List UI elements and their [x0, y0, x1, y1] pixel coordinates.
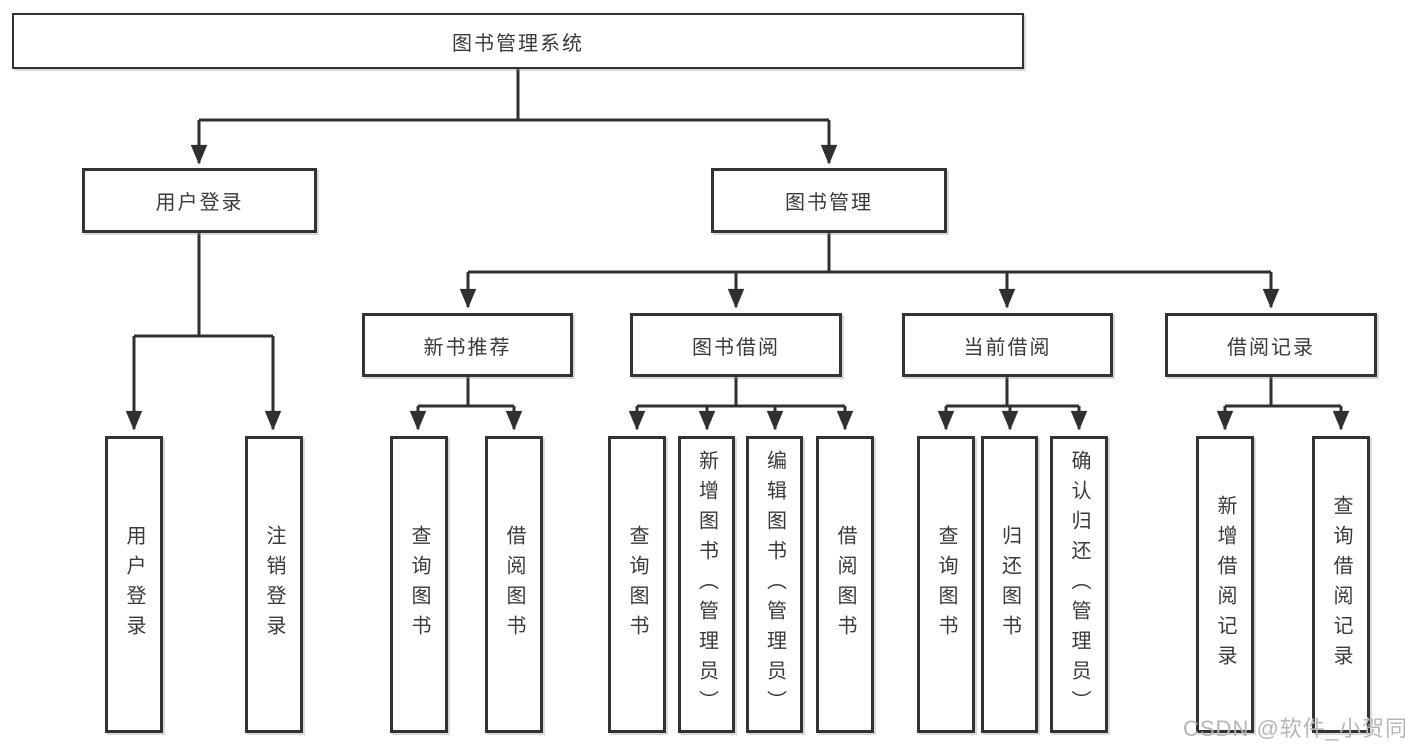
node-label: 查询图书: [935, 524, 957, 645]
node-book-management: 图书管理: [711, 168, 947, 233]
node-label: 注销登录: [263, 524, 285, 645]
leaf-query-books-current: 查询图书: [917, 436, 975, 733]
leaf-borrow-books-recommend: 借阅图书: [485, 436, 543, 733]
node-label: 用户登录: [123, 524, 145, 645]
node-label: 借阅图书: [503, 524, 525, 645]
node-borrow-records: 借阅记录: [1165, 313, 1377, 377]
node-label: 确认归还（管理员）: [1068, 449, 1090, 720]
csdn-watermark: CSDN @软件_小贺同学: [1183, 716, 1405, 741]
leaf-return-books: 归还图书: [981, 436, 1038, 733]
node-label: 用户登录: [155, 192, 244, 214]
node-new-book-recommend: 新书推荐: [362, 313, 573, 377]
leaf-query-books-borrow: 查询图书: [608, 436, 666, 733]
node-label: 新增图书（管理员）: [695, 449, 718, 720]
node-label: 图书管理: [785, 192, 873, 214]
node-label: 查询图书: [408, 524, 430, 645]
node-book-management-system: 图书管理系统: [12, 13, 1024, 69]
leaf-add-borrow-record: 新增借阅记录: [1196, 436, 1254, 733]
node-label: 借阅记录: [1227, 336, 1315, 359]
node-current-borrow: 当前借阅: [902, 313, 1113, 377]
node-user-login: 用户登录: [82, 168, 317, 233]
node-label: 借阅图书: [834, 524, 856, 645]
leaf-logout: 注销登录: [245, 436, 303, 733]
leaf-query-books-recommend: 查询图书: [390, 436, 448, 733]
leaf-confirm-return-admin: 确认归还（管理员）: [1050, 436, 1108, 733]
leaf-user-login: 用户登录: [105, 436, 163, 733]
leaf-query-borrow-record: 查询借阅记录: [1312, 436, 1370, 733]
node-label: 编辑图书（管理员）: [763, 449, 786, 720]
leaf-edit-books-admin: 编辑图书（管理员）: [746, 436, 803, 733]
node-label: 新增借阅记录: [1214, 494, 1236, 675]
node-label: 查询借阅记录: [1330, 494, 1352, 675]
node-label: 图书借阅: [692, 336, 780, 359]
node-label: 当前借阅: [963, 336, 1052, 359]
node-label: 新书推荐: [423, 336, 512, 359]
node-label: 查询图书: [626, 524, 648, 645]
leaf-add-books-admin: 新增图书（管理员）: [678, 436, 735, 733]
node-book-borrow: 图书借阅: [630, 313, 842, 377]
node-label: 图书管理系统: [452, 32, 584, 55]
leaf-borrow-books: 借阅图书: [816, 436, 874, 733]
node-label: 归还图书: [998, 524, 1021, 645]
